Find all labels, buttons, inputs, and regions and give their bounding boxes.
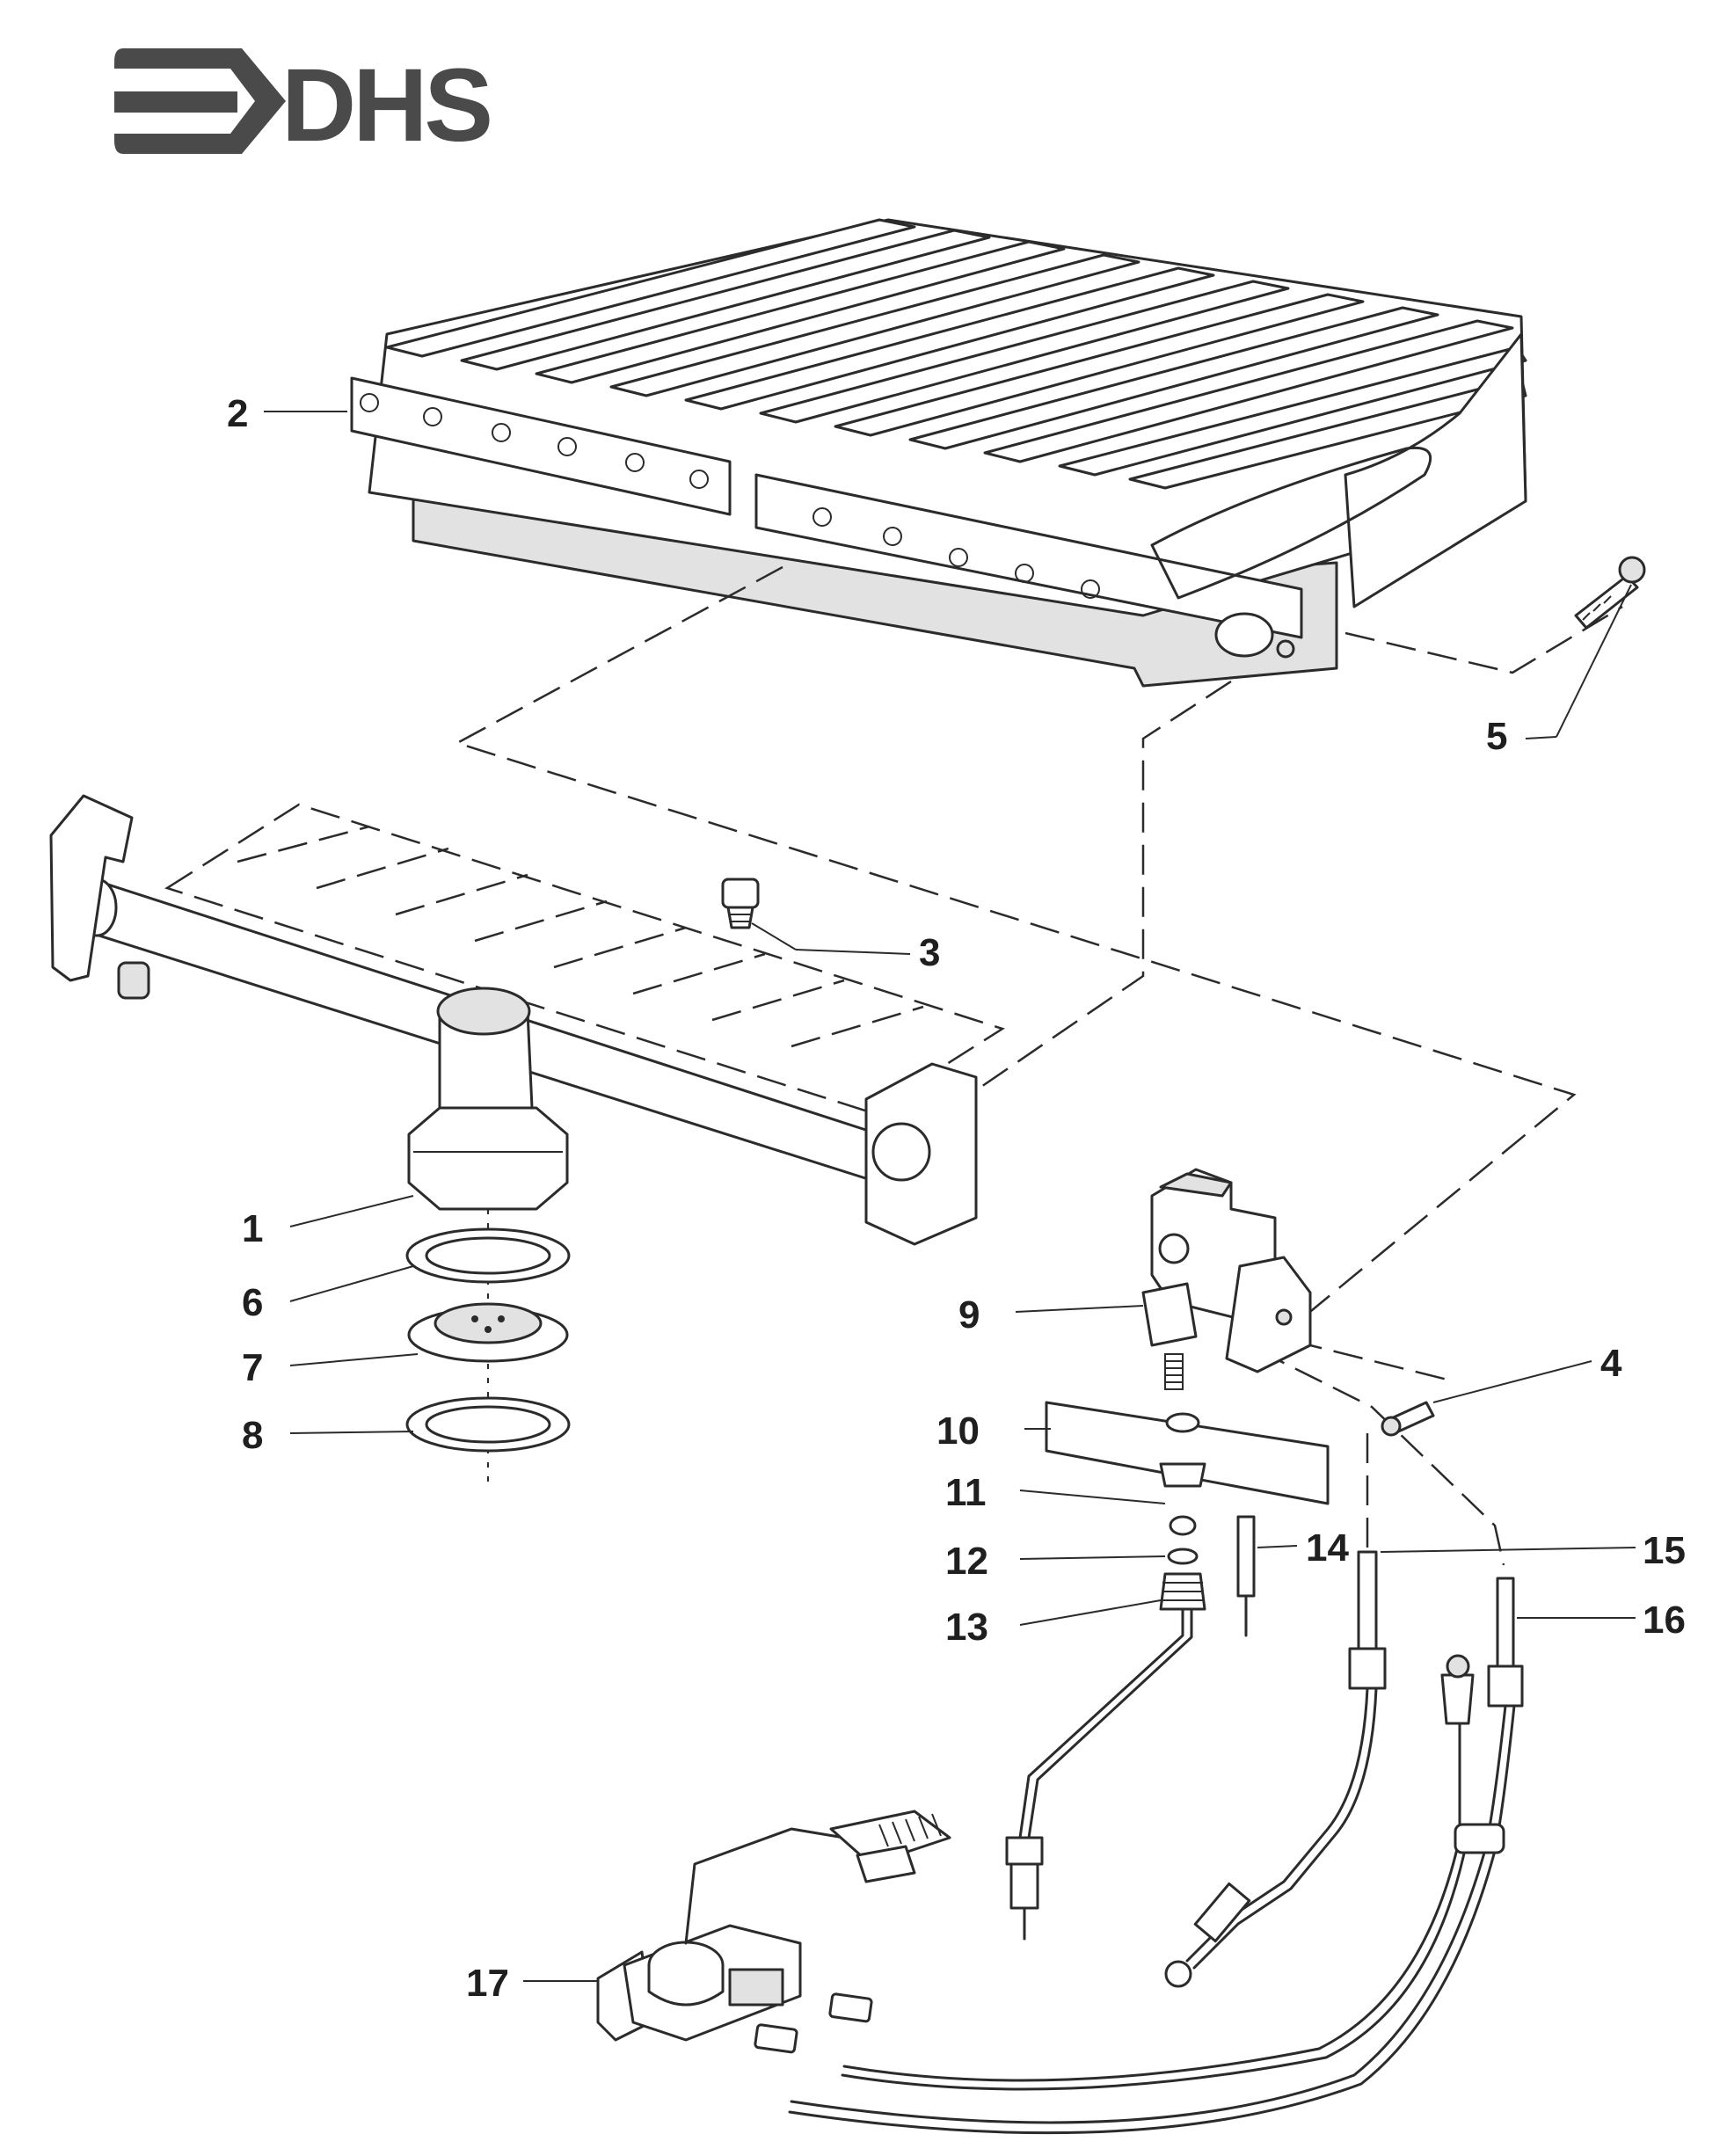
callout-16: 16 [1643, 1599, 1686, 1642]
sensor-cable [788, 1654, 1516, 2135]
callout-4: 4 [1600, 1342, 1622, 1385]
part-15-thermocouple [1348, 1550, 1387, 1690]
callout-12: 12 [945, 1540, 988, 1583]
part-7-filter [407, 1302, 569, 1363]
callout-14: 14 [1306, 1526, 1349, 1570]
part-11-injector [1159, 1462, 1206, 1536]
callout-13: 13 [945, 1606, 988, 1649]
callout-6: 6 [242, 1281, 263, 1324]
part-3-injector [721, 878, 760, 929]
part-17-control-unit [596, 1810, 951, 2054]
callout-1: 1 [242, 1207, 263, 1250]
end-port [1214, 612, 1274, 658]
callout-9: 9 [958, 1293, 980, 1337]
callout-8: 8 [242, 1414, 263, 1457]
part-13-nut [1159, 1572, 1206, 1611]
part-12-washer [1167, 1548, 1199, 1565]
logo-arrow-mark [114, 48, 286, 154]
callout-3: 3 [919, 931, 940, 974]
screw-head [1618, 556, 1646, 584]
callout-17: 17 [466, 1962, 509, 2005]
part-10-shield-plate [1045, 1401, 1330, 1505]
inlet-nut [407, 1106, 569, 1211]
callout-labels: 2 5 3 1 6 7 8 9 4 10 11 12 13 14 15 16 1… [227, 392, 1686, 2005]
part-1-gas-manifold [49, 794, 1005, 1486]
leader-lines [264, 411, 1636, 1982]
part-6-seal [405, 1227, 571, 1284]
callout-2: 2 [227, 392, 248, 435]
part-9-pilot-bracket [1141, 1168, 1312, 1390]
cable-clip [1454, 1823, 1505, 1854]
front-rail-right [754, 473, 1303, 639]
part-14-electrode [1236, 1515, 1256, 1637]
logo-text: DHS [281, 47, 490, 164]
dhs-logo: DHS [114, 47, 493, 164]
pilot-gas-pipe [1005, 1607, 1193, 1941]
part-16-sensor [1487, 1577, 1524, 1708]
rail-holes [360, 393, 1100, 599]
part-5-screw [1574, 556, 1646, 630]
part-4-screw [1381, 1401, 1435, 1437]
thermocouple-lead [1164, 1686, 1378, 1988]
callout-15: 15 [1643, 1529, 1686, 1572]
part-8-seal [405, 1396, 571, 1453]
callout-5: 5 [1486, 715, 1507, 758]
front-rail-left [350, 376, 732, 516]
assembly-guide-lines [454, 565, 1623, 1578]
burner-blades [385, 218, 1527, 490]
left-end-bracket [49, 794, 134, 982]
callout-7: 7 [242, 1346, 263, 1389]
callout-10: 10 [936, 1409, 980, 1453]
side-end-plate [1344, 332, 1527, 608]
callout-11: 11 [945, 1471, 987, 1514]
part-2-burner-blade-assembly [350, 218, 1527, 688]
